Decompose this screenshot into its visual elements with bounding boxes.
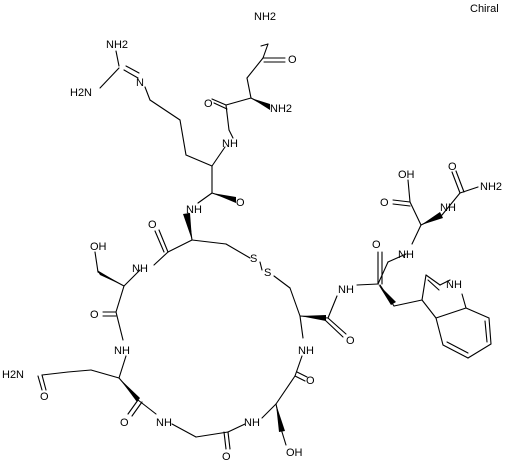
atom-label: S xyxy=(264,267,271,279)
atom-label: NH xyxy=(186,204,202,216)
wedge-bond xyxy=(300,315,326,321)
chirality-label: Chiral xyxy=(470,3,499,15)
wedge-bond xyxy=(183,213,192,240)
atom-label: NH2 xyxy=(254,11,276,23)
atom-labels: Chiral NH2 O O NH2 NH2 N H2N NH O NH O O… xyxy=(2,3,502,463)
atom-label: H2N xyxy=(70,87,92,99)
atom-label: NH2 xyxy=(480,181,502,193)
wedge-bond xyxy=(212,193,236,203)
atom-label: O xyxy=(306,375,315,387)
atom-label: OH xyxy=(398,169,415,181)
wedge-bond xyxy=(119,378,140,402)
atom-label: O xyxy=(346,335,355,347)
atom-label: O xyxy=(380,197,389,209)
atom-label: NH xyxy=(338,284,354,296)
atom-label: O xyxy=(372,239,381,251)
atom-label: S xyxy=(250,253,257,265)
atom-label: NH xyxy=(222,138,238,150)
atom-label: NH xyxy=(156,417,172,429)
wedge-bond xyxy=(378,284,396,305)
atom-label: NH2 xyxy=(106,39,128,51)
atom-label: NH xyxy=(446,279,462,291)
atom-label: O xyxy=(40,391,49,403)
atom-label: O xyxy=(148,219,157,231)
atom-label: O xyxy=(236,197,245,209)
atom-label: O xyxy=(90,309,99,321)
wedge-bond xyxy=(276,404,285,432)
atom-label: O xyxy=(222,451,231,463)
atom-label: O xyxy=(288,54,297,66)
wedge-bond xyxy=(251,98,270,110)
atom-label: N xyxy=(136,77,144,89)
atom-label: OH xyxy=(286,447,303,459)
atom-label: NH xyxy=(132,263,148,275)
atom-label: NH xyxy=(114,345,130,357)
atom-label: O xyxy=(204,98,213,110)
stereo-wedges xyxy=(97,98,443,432)
wedge-bond xyxy=(421,212,443,225)
atom-label: H2N xyxy=(2,369,24,381)
atom-label: NH xyxy=(398,249,414,261)
atom-label: NH xyxy=(298,345,314,357)
atom-label: O xyxy=(448,161,457,173)
atom-label: NH xyxy=(440,202,456,214)
atom-label: OH xyxy=(90,241,107,253)
wedge-bond xyxy=(97,270,124,286)
atom-label: NH xyxy=(244,417,260,429)
atom-label: O xyxy=(120,417,129,429)
atom-label: NH2 xyxy=(270,103,292,115)
